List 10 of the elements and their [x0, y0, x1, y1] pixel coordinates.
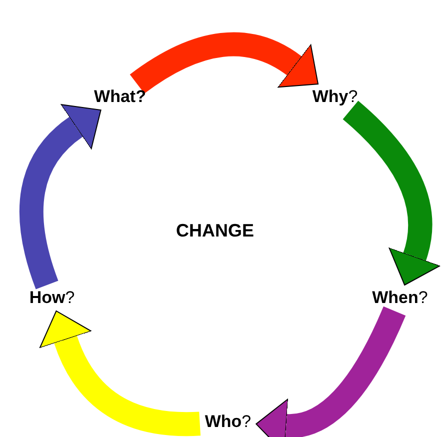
question-word: How? [29, 288, 75, 308]
question-word: Who? [204, 412, 252, 432]
question-word: Why? [312, 87, 358, 107]
curved-arrow [130, 32, 320, 94]
center-label: CHANGE [176, 220, 254, 242]
curved-arrow [342, 101, 442, 286]
curved-arrow [256, 306, 406, 437]
question-word: What? [94, 87, 146, 107]
curved-arrow [20, 104, 100, 289]
question-word: When? [372, 288, 428, 308]
